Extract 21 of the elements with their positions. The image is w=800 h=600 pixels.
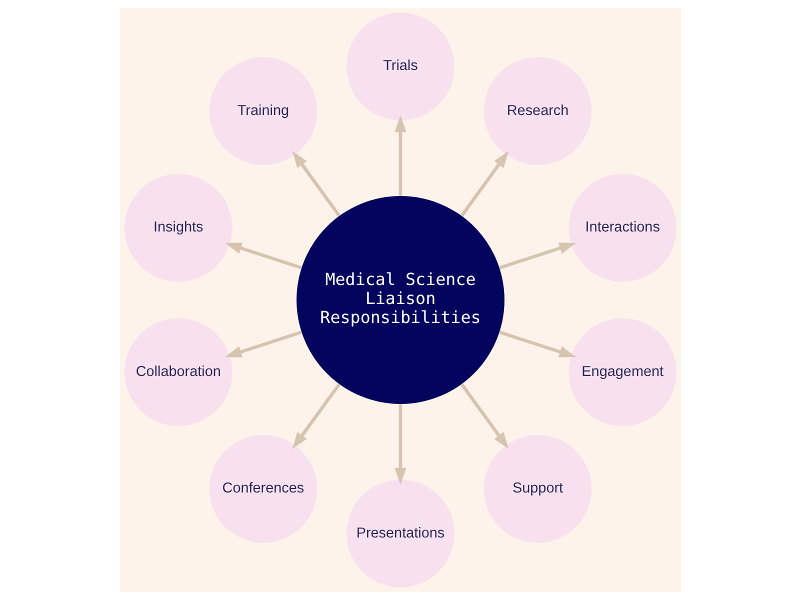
- arrow: [460, 151, 508, 216]
- node-circle: Interactions: [568, 174, 676, 282]
- node-circle: Engagement: [568, 318, 676, 426]
- node-circle: Training: [208, 57, 317, 165]
- arrow: [460, 384, 508, 449]
- node-circle: Insights: [124, 174, 232, 282]
- arrow: [292, 151, 340, 216]
- node-circle: Collaboration: [124, 318, 232, 426]
- node-circle: Presentations: [346, 480, 454, 588]
- node-circle: Support: [483, 435, 592, 543]
- arrow: [224, 330, 302, 358]
- arrow: [394, 404, 406, 485]
- arrow: [224, 242, 302, 270]
- arrow: [292, 384, 340, 449]
- arrow: [498, 330, 576, 358]
- node-circle: Trials: [346, 12, 454, 120]
- node-circle: Medical Science Liaison Responsibilities: [296, 196, 504, 404]
- node-circle: Research: [483, 57, 592, 165]
- node-circle: Conferences: [208, 435, 317, 543]
- arrow: [394, 115, 406, 196]
- arrow: [498, 242, 576, 270]
